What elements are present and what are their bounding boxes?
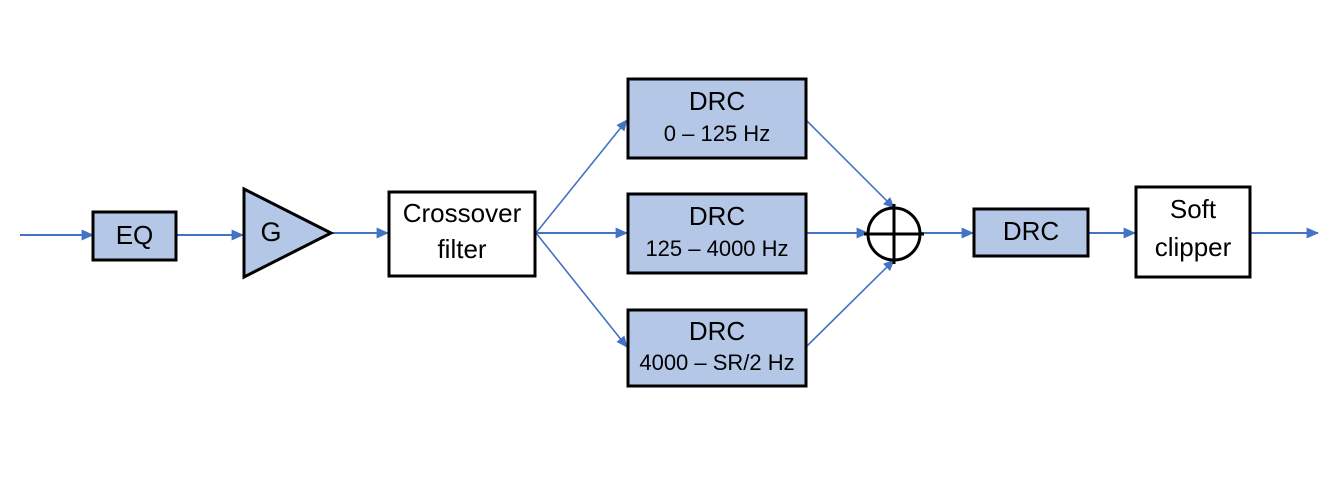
drc-low-label: DRC [689,86,745,116]
drc-master-box [972,207,1090,258]
block-drc-low[interactable]: DRC 0 – 125 Hz [626,77,808,160]
wire-crossover-to-drc-low [535,119,628,234]
drc-high-label: DRC [689,316,745,346]
wire-crossover-to-drc-high [535,232,628,348]
eq-box [91,210,178,262]
crossover-box [387,190,537,278]
block-soft-clipper[interactable]: Soft clipper [1134,185,1252,279]
block-drc-master[interactable]: DRC [972,207,1090,258]
drc-mid-box [626,192,808,275]
soft-clipper-label-line1: Soft [1170,194,1217,224]
drc-low-range: 0 – 125 Hz [664,121,770,146]
soft-clipper-box [1134,185,1252,279]
block-eq[interactable]: EQ [91,210,178,262]
drc-master-label: DRC [1003,216,1059,246]
gain-label: G [260,217,281,247]
block-crossover-filter[interactable]: Crossover filter [387,190,537,278]
drc-high-range: 4000 – SR/2 Hz [639,350,794,375]
wire-drc-low-to-summer [805,119,895,209]
crossover-label-line1: Crossover [403,198,522,228]
eq-label: EQ [116,220,154,250]
crossover-label-line2: filter [437,234,486,264]
drc-high-box [626,308,808,388]
wire-drc-high-to-summer [805,259,895,348]
block-gain-amplifier[interactable]: G [242,186,335,280]
drc-mid-label: DRC [689,201,745,231]
block-drc-high[interactable]: DRC 4000 – SR/2 Hz [626,308,808,388]
soft-clipper-label-line2: clipper [1155,232,1232,262]
drc-mid-range: 125 – 4000 Hz [645,236,788,261]
summing-junction[interactable] [864,204,924,264]
block-drc-mid[interactable]: DRC 125 – 4000 Hz [626,192,808,275]
gain-triangle [242,186,335,280]
drc-low-box [626,77,808,160]
